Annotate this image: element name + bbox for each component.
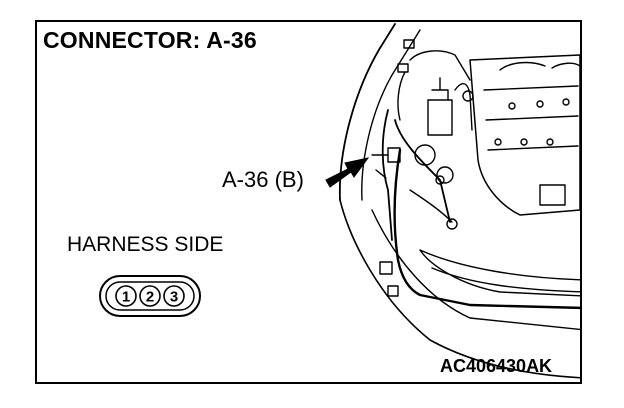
figure-code: AC406430AK [440,356,553,376]
harness-side-label: HARNESS SIDE [67,233,224,256]
callout-arrow [325,157,370,188]
wiring-harness [393,148,580,310]
diagram-title: CONNECTOR: A-36 [43,27,257,53]
engine-cover [469,54,580,216]
diagram-frame [35,20,582,384]
reservoir [427,99,453,136]
pin-2-label: 2 [146,289,154,306]
pin-1-label: 1 [122,289,130,306]
connector-callout-label: A-36 (B) [222,167,304,192]
harness-connector-face: 1 2 3 [99,275,201,317]
headlamp-outline [419,249,580,297]
pin-3-label: 3 [170,289,178,306]
